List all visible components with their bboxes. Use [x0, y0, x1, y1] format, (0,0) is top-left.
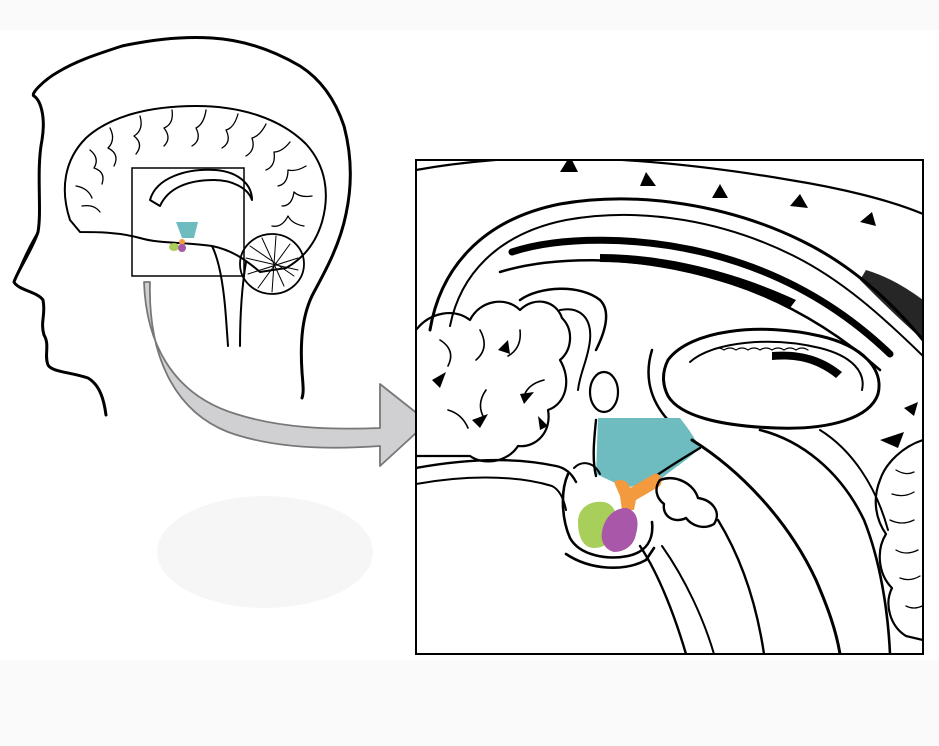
detail-cerebellum-edge	[874, 402, 923, 642]
head-silhouette	[12, 35, 352, 417]
zoom-selection-box	[131, 167, 245, 277]
zoom-arrow	[143, 281, 429, 467]
detail-callout-frame	[415, 159, 924, 655]
faint-smudge	[157, 496, 373, 608]
small-posterior-pituitary	[178, 244, 186, 252]
hypothalamus-region	[596, 418, 700, 488]
detail-callout	[416, 160, 923, 654]
small-anterior-pituitary	[169, 243, 179, 251]
small-hypothalamus	[176, 222, 198, 238]
infundibulum-region	[614, 473, 662, 510]
top-tint	[0, 0, 939, 30]
posterior-pituitary-region	[601, 508, 638, 552]
bottom-tint	[0, 660, 939, 746]
small-brain	[63, 105, 327, 347]
small-cerebellum	[239, 233, 305, 295]
small-infundibulum	[179, 239, 185, 245]
